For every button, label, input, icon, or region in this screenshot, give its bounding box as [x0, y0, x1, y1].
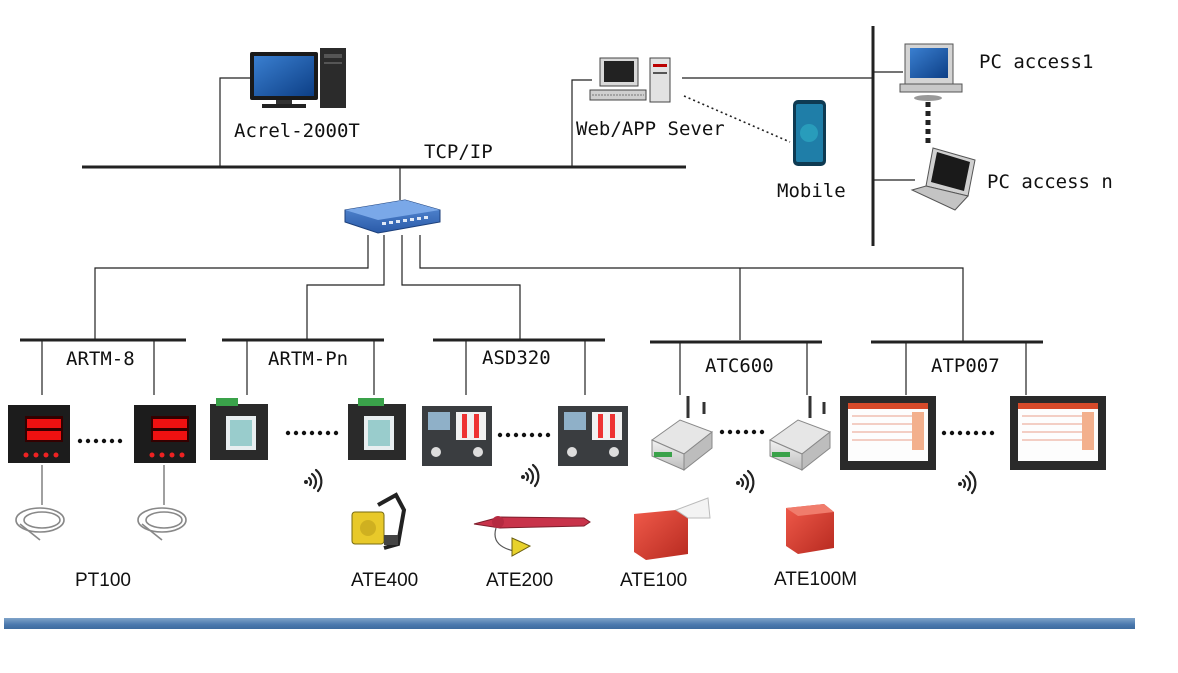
- ellipsis-atp007: [941, 430, 995, 436]
- ellipsis-asd320: [497, 432, 551, 438]
- mobile-phone-icon: [793, 100, 826, 166]
- pt100-probe-icon: [137, 465, 187, 541]
- server-computer-icon: [589, 57, 671, 103]
- device-ellipses: [77, 429, 995, 444]
- atc600-gateway-icon: [768, 396, 832, 472]
- ellipsis-atc600: [719, 429, 765, 435]
- tcpip-bus-label: TCP/IP: [424, 141, 493, 163]
- pt100-probe-icon: [15, 465, 65, 541]
- mobile-label: Mobile: [777, 180, 846, 202]
- sensor-label-pt100: PT100: [75, 570, 131, 591]
- ate100m-sensor-icon: [786, 504, 834, 554]
- sensor-label-ate100m: ATE100M: [774, 569, 858, 590]
- bottom-accent-bar: [4, 618, 1135, 629]
- desktop-computer-icon: [250, 48, 346, 108]
- pc-access1-label: PC access1: [979, 51, 1094, 73]
- group-label-atp007: ATP007: [931, 355, 1000, 377]
- laptop-icon: [910, 147, 976, 211]
- group-label-asd320: ASD320: [482, 347, 551, 369]
- ate100-sensor-icon: [634, 497, 711, 560]
- server-label: Web/APP Sever: [576, 118, 725, 140]
- atc600-gateway-icon: [650, 396, 714, 472]
- group-label-artmpn: ARTM-Pn: [268, 348, 349, 370]
- sensor-label-ate400: ATE400: [351, 570, 419, 591]
- sensor-label-ate200: ATE200: [486, 570, 554, 591]
- network-switch-icon: [344, 199, 441, 234]
- atp007-touchscreen-icon: [1010, 396, 1106, 470]
- asd320-device-icon: [558, 406, 628, 466]
- ate200-sensor-icon: [473, 516, 591, 557]
- ellipsis-artm8: [77, 438, 123, 444]
- group-label-artm8: ARTM-8: [66, 348, 135, 370]
- scada-label: Acrel-2000T: [234, 120, 360, 142]
- artm8-meter-icon: [134, 405, 196, 463]
- asd320-device-icon: [422, 406, 492, 466]
- artmpn-meter-icon: [210, 398, 268, 460]
- network-lines: [20, 26, 1043, 395]
- sensor-label-ate100: ATE100: [620, 570, 688, 591]
- wireless-signal-icon: [304, 463, 977, 495]
- ate400-sensor-icon: [351, 492, 407, 550]
- pc-access1-icon: [899, 43, 963, 101]
- pc-accessn-label: PC access n: [987, 171, 1113, 193]
- ellipsis-artmpn: [285, 430, 339, 436]
- atp007-touchscreen-icon: [840, 396, 936, 470]
- group-label-atc600: ATC600: [705, 355, 774, 377]
- artm8-meter-icon: [8, 405, 70, 463]
- artmpn-meter-icon: [348, 398, 406, 460]
